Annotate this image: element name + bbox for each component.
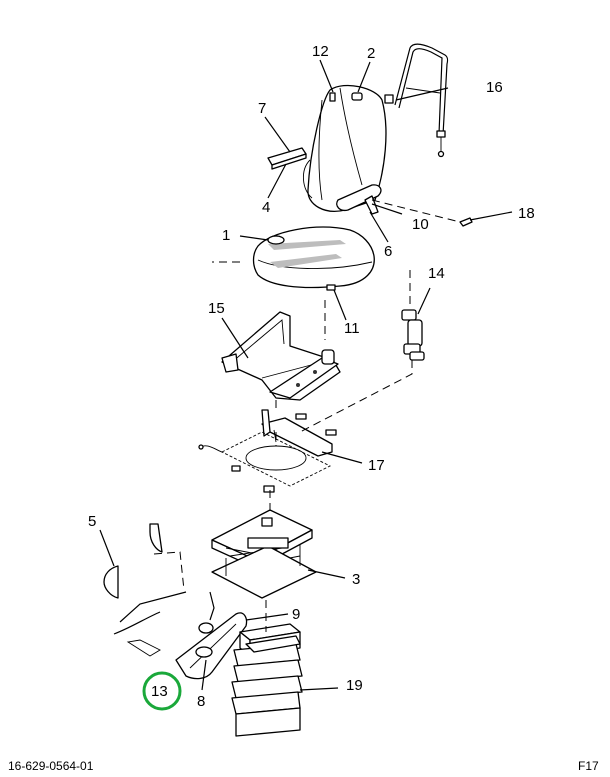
shock-absorbers <box>401 309 425 361</box>
side-cover <box>103 523 187 657</box>
callout-15: 15 <box>208 300 225 317</box>
left-armrest <box>267 147 307 170</box>
right-armrest <box>336 184 382 215</box>
callout-2: 2 <box>367 45 375 62</box>
callout-14: 14 <box>428 265 445 282</box>
drawing-number: 16-629-0564-01 <box>8 759 94 773</box>
callout-8: 8 <box>197 693 205 710</box>
callout-6: 6 <box>384 243 392 260</box>
callout-labels: 12 2 7 16 4 10 18 1 6 14 15 11 17 5 3 9 … <box>88 43 535 710</box>
callout-5: 5 <box>88 513 96 530</box>
suspension-mechanism <box>211 509 317 599</box>
base-plate <box>198 431 332 493</box>
seat-cushion <box>252 226 375 291</box>
callout-9: 9 <box>292 606 300 623</box>
callout-18: 18 <box>518 205 535 222</box>
callout-4: 4 <box>262 199 270 216</box>
callout-16: 16 <box>486 79 503 96</box>
back-frame <box>384 43 449 158</box>
leader-lines <box>99 59 513 691</box>
callout-3: 3 <box>352 571 360 588</box>
callout-17: 17 <box>368 457 385 474</box>
bellows-boot <box>231 623 303 737</box>
callout-7: 7 <box>258 100 266 117</box>
assembly-lines <box>212 199 461 632</box>
highlight-circle-13 <box>142 671 182 711</box>
slide-frame <box>221 311 341 401</box>
callout-11: 11 <box>344 320 360 337</box>
callout-19: 19 <box>346 677 363 694</box>
callout-13: 13 <box>151 683 168 700</box>
callout-1: 1 <box>222 227 230 244</box>
callout-10: 10 <box>412 216 429 233</box>
sheet-number: F17 <box>578 759 599 773</box>
mounting-bracket <box>261 409 337 457</box>
lever-assembly <box>175 591 248 680</box>
pin-18 <box>459 217 473 227</box>
callout-12: 12 <box>312 43 329 60</box>
